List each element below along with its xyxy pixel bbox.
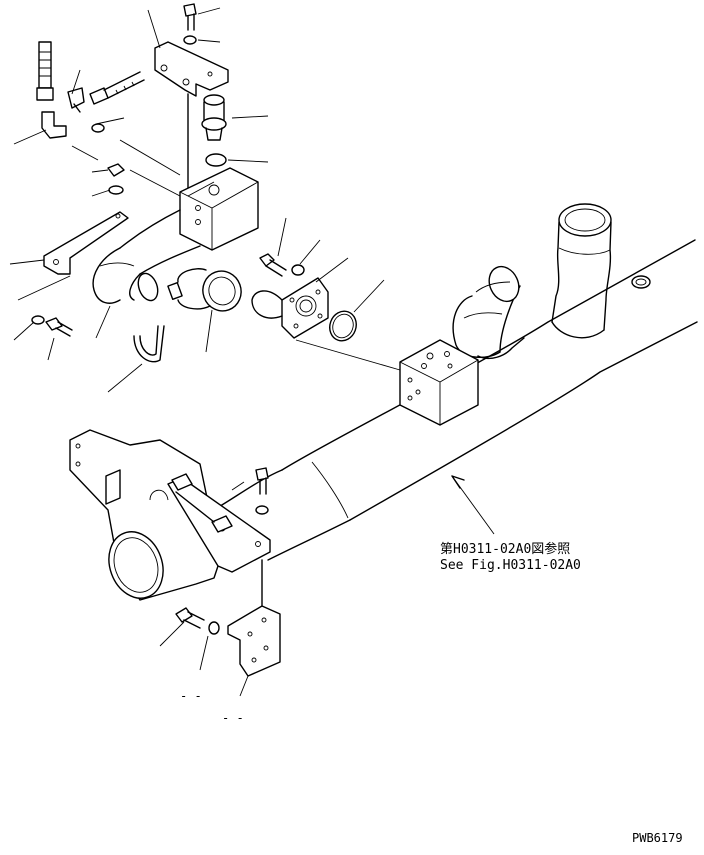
bolt-lower-center	[175, 607, 220, 635]
hose-clamp	[167, 268, 242, 312]
seal-ring	[205, 153, 227, 167]
bolt-upper-center	[255, 467, 269, 609]
clip-bracket	[43, 211, 129, 275]
drawing-code: PWB6179	[632, 831, 683, 845]
washer-lower	[31, 315, 45, 325]
long-bolt	[89, 71, 145, 105]
square-flange	[251, 277, 329, 339]
upper-bolt	[183, 3, 197, 45]
bolt-lower-left	[45, 317, 73, 337]
dash-mark-b: - -	[222, 711, 244, 725]
lower-bracket	[227, 605, 281, 677]
nipple-fitting	[201, 94, 227, 141]
elbow-hose	[452, 265, 525, 360]
valve-block-lower	[399, 339, 479, 426]
dash-mark-a: - -	[180, 689, 202, 703]
vertical-pipe-fitting	[36, 41, 54, 101]
filler-tube	[551, 203, 651, 339]
reference-note-english: See Fig.H0311-02A0	[440, 558, 581, 573]
washer-small	[91, 123, 105, 133]
nut-and-washer	[107, 163, 125, 195]
muffler-outlet	[69, 429, 221, 601]
leader-lines	[9, 7, 495, 697]
u-bolt	[133, 325, 165, 363]
o-ring	[329, 310, 357, 342]
muffler-bracket	[167, 473, 271, 573]
rubber-hose	[92, 247, 159, 304]
flange-bolt	[259, 253, 305, 277]
upper-bracket	[154, 41, 229, 196]
reference-note-japanese: 第H0311-02A0図参照	[440, 541, 570, 557]
valve-block-upper	[119, 167, 259, 275]
